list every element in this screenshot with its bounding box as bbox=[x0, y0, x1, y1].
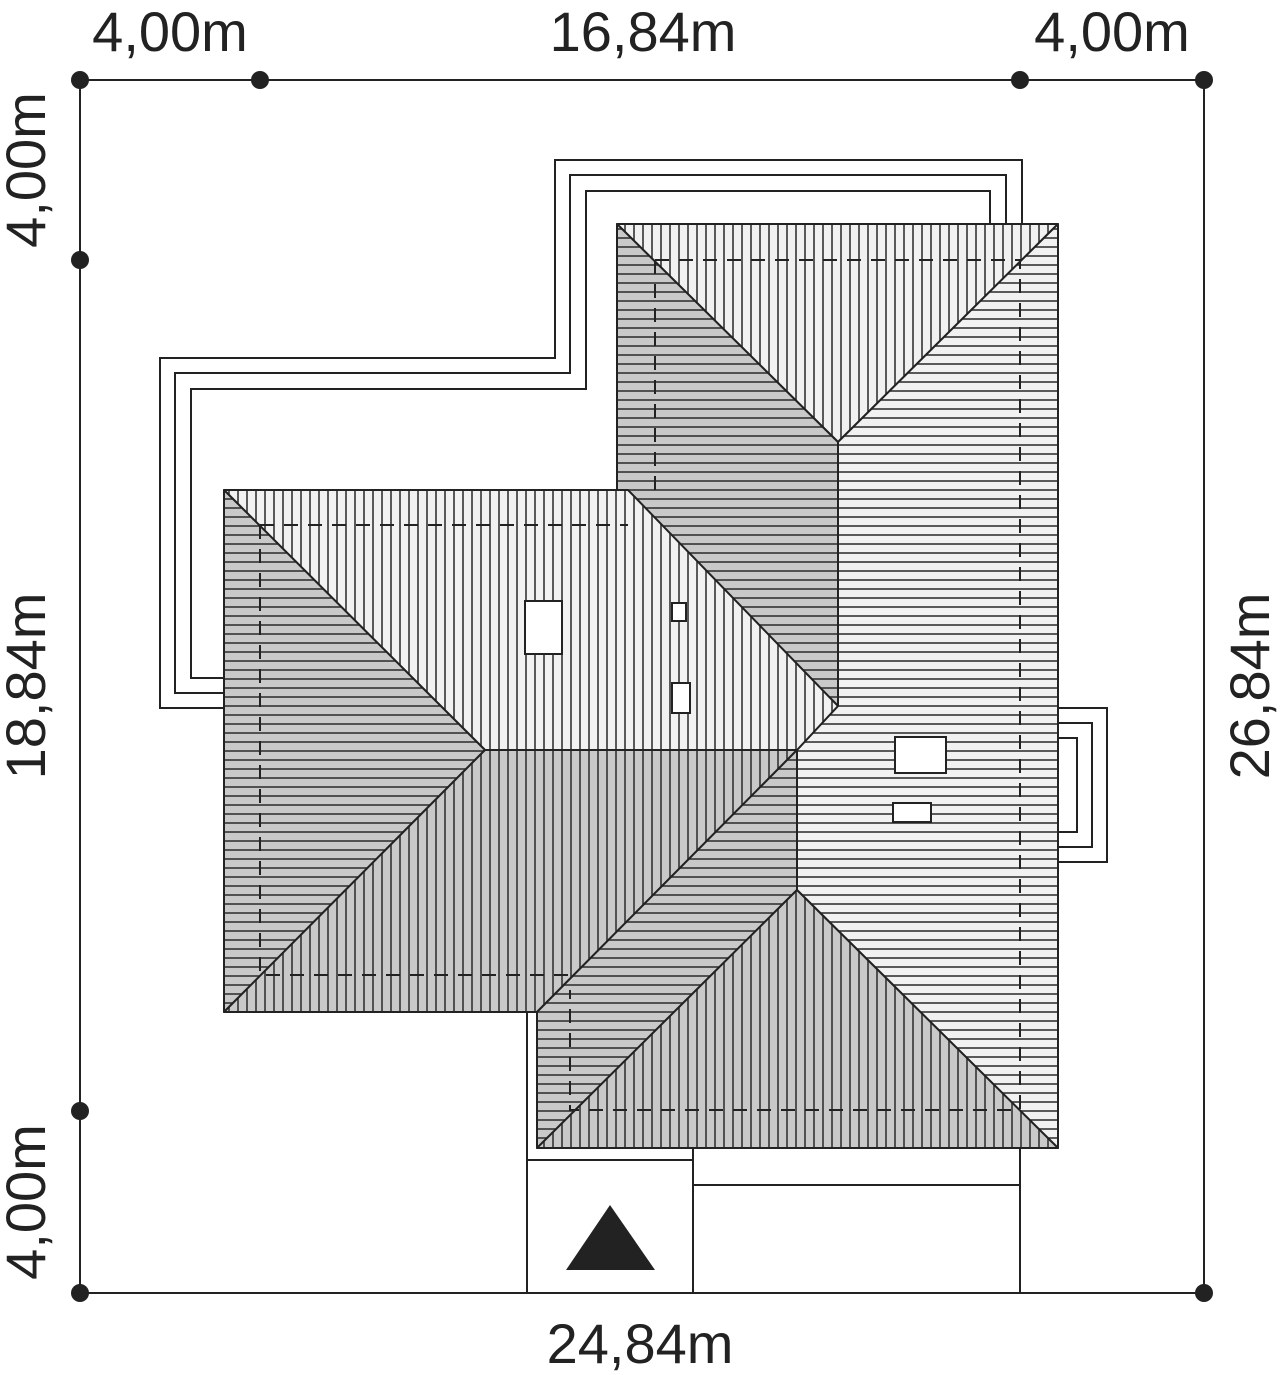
dim-right: 26,84m bbox=[1218, 592, 1280, 780]
north-triangle-icon bbox=[566, 1205, 655, 1270]
dim-left-top: 4,00m bbox=[0, 92, 57, 248]
dim-top-right: 4,00m bbox=[1034, 0, 1190, 63]
dim-left-bottom: 4,00m bbox=[0, 1124, 57, 1280]
skylights bbox=[524, 600, 947, 823]
terrace-outline bbox=[159, 159, 1108, 1293]
dim-top-center: 16,84m bbox=[549, 0, 737, 63]
wall-lines-dashed bbox=[259, 259, 1021, 1111]
roof-planes bbox=[223, 223, 1059, 1149]
dimension-dots bbox=[71, 71, 1213, 1302]
dim-bottom: 24,84m bbox=[546, 1312, 734, 1375]
dim-top-left: 4,00m bbox=[92, 0, 248, 63]
dim-left-center: 18,84m bbox=[0, 592, 57, 780]
